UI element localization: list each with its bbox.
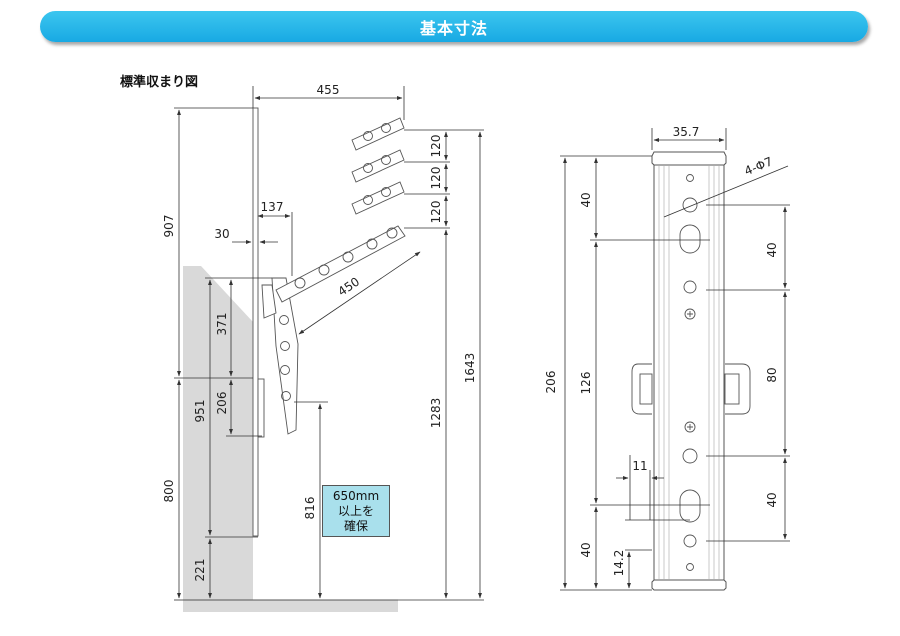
dim-206: 206	[215, 392, 229, 415]
mount-hole-2	[682, 448, 698, 464]
arm-bracket	[261, 284, 277, 319]
dim-35-7: 35.7	[673, 125, 700, 139]
pole	[252, 107, 259, 537]
dim-800: 800	[162, 480, 176, 503]
dim-120-3: 120	[429, 201, 443, 224]
wall	[183, 266, 253, 600]
dim-126: 126	[579, 372, 593, 395]
dim-hole: 4-Φ7	[742, 154, 774, 178]
dim-30: 30	[214, 227, 229, 241]
dim-120-2: 120	[429, 167, 443, 190]
header-banner: 基本寸法	[40, 11, 868, 42]
dim-137: 137	[261, 200, 284, 214]
dim-80: 80	[765, 367, 779, 382]
slot-top	[679, 224, 701, 254]
header-title: 基本寸法	[419, 18, 488, 38]
bracket-view: 35.7 4-Φ7 206 40 126 40 14.2 11 40 80 40	[544, 125, 790, 591]
dim-907: 907	[162, 215, 176, 238]
dim-40-right-bottom: 40	[765, 492, 779, 507]
dim-14-2: 14.2	[612, 550, 626, 577]
bracket-body	[651, 151, 727, 591]
dim-450: 450	[335, 274, 362, 298]
arm-position-2	[351, 149, 405, 183]
note-line-2: 以上を	[337, 503, 374, 518]
dim-951: 951	[193, 400, 207, 423]
arm-position-1	[351, 117, 405, 151]
folded-arm	[271, 277, 299, 435]
dim-40-top: 40	[579, 192, 593, 207]
dim-221: 221	[193, 559, 207, 582]
dim-455: 455	[317, 83, 340, 97]
mount-plate	[257, 378, 265, 438]
side-view: 455 137 30 450 907 800 951 221 371 206 1…	[162, 83, 484, 612]
dim-40-bottom: 40	[579, 542, 593, 557]
note-line-3: 確保	[343, 518, 368, 533]
mount-hole-1	[682, 197, 698, 213]
floor	[183, 600, 398, 612]
dim-206-bracket: 206	[544, 371, 558, 394]
slot-bottom	[679, 489, 701, 523]
note-line-1: 650mm	[332, 488, 380, 503]
right-clip	[725, 363, 751, 415]
dim-11: 11	[632, 459, 647, 473]
dim-120-1: 120	[429, 135, 443, 158]
side-view-title: 標準収まり図	[120, 75, 199, 90]
left-clip	[631, 363, 652, 415]
dim-816: 816	[303, 497, 317, 520]
arm-position-3	[351, 181, 405, 215]
dim-1283: 1283	[429, 398, 443, 429]
dim-40-right-top: 40	[765, 242, 779, 257]
clearance-note: 650mm 以上を 確保	[322, 485, 390, 537]
dim-371: 371	[215, 313, 229, 336]
dim-1643: 1643	[463, 353, 477, 384]
